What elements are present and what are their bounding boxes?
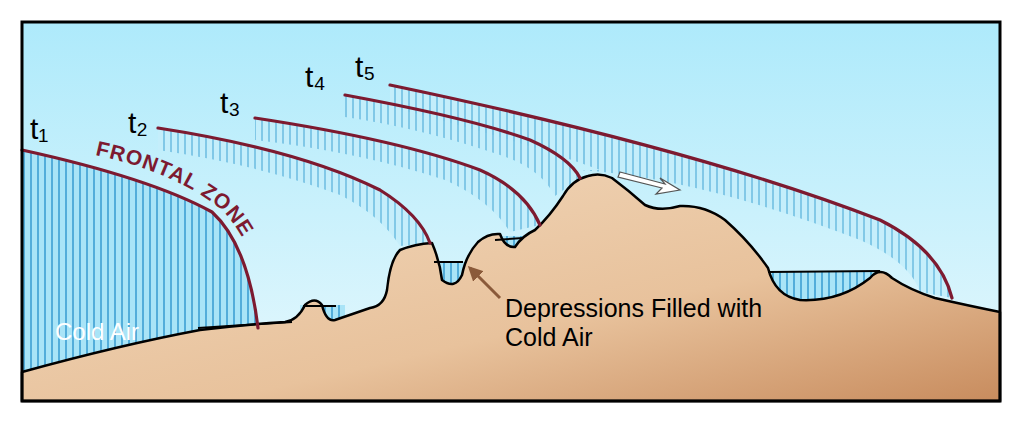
time-label: t₁ [30, 112, 48, 147]
time-label: t₅ [355, 50, 375, 85]
air-mass-label: Cold Air [55, 318, 139, 346]
time-label: t₂ [128, 106, 148, 141]
time-label: t₄ [305, 60, 326, 95]
callout-label: Depressions Filled with Cold Air [505, 294, 775, 352]
time-label: t₃ [220, 86, 241, 121]
front-label: FRONTAL ZONE [94, 136, 259, 240]
